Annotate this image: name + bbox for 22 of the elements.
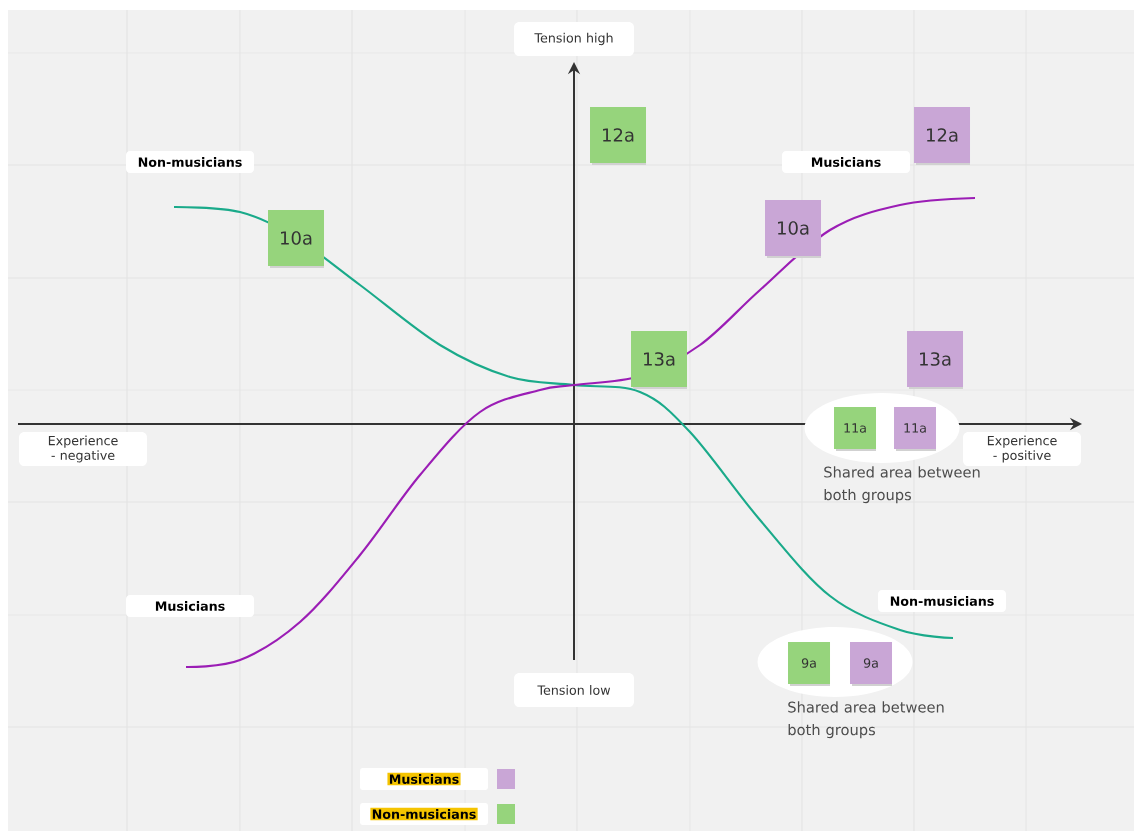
sticky-note: 10a [268, 210, 324, 266]
axis-label: Tension low [514, 673, 634, 707]
curve-label: Non-musicians [878, 590, 1006, 612]
sticky-note: 13a [631, 331, 687, 387]
sticky-note: 13a [907, 331, 963, 387]
legend-label: Musicians [360, 768, 488, 790]
note-text: Shared area between both groups [824, 466, 980, 504]
axis-label: Experience - positive [963, 432, 1081, 466]
sticky-note: 9a [788, 642, 830, 684]
axis-label: Tension high [514, 22, 634, 56]
axis-label: Experience - negative [19, 432, 147, 466]
sticky-note: 11a [894, 407, 936, 449]
sticky-note: 10a [765, 200, 821, 256]
legend-label: Non-musicians [360, 803, 488, 825]
sticky-note: 11a [834, 407, 876, 449]
curve-label: Musicians [126, 595, 254, 617]
sticky-note: 12a [914, 107, 970, 163]
sticky-note: 12a [590, 107, 646, 163]
sticky-note: 9a [850, 642, 892, 684]
curve-label: Non-musicians [126, 151, 254, 173]
curve-label: Musicians [782, 151, 910, 173]
note-text: Shared area between both groups [788, 701, 944, 739]
